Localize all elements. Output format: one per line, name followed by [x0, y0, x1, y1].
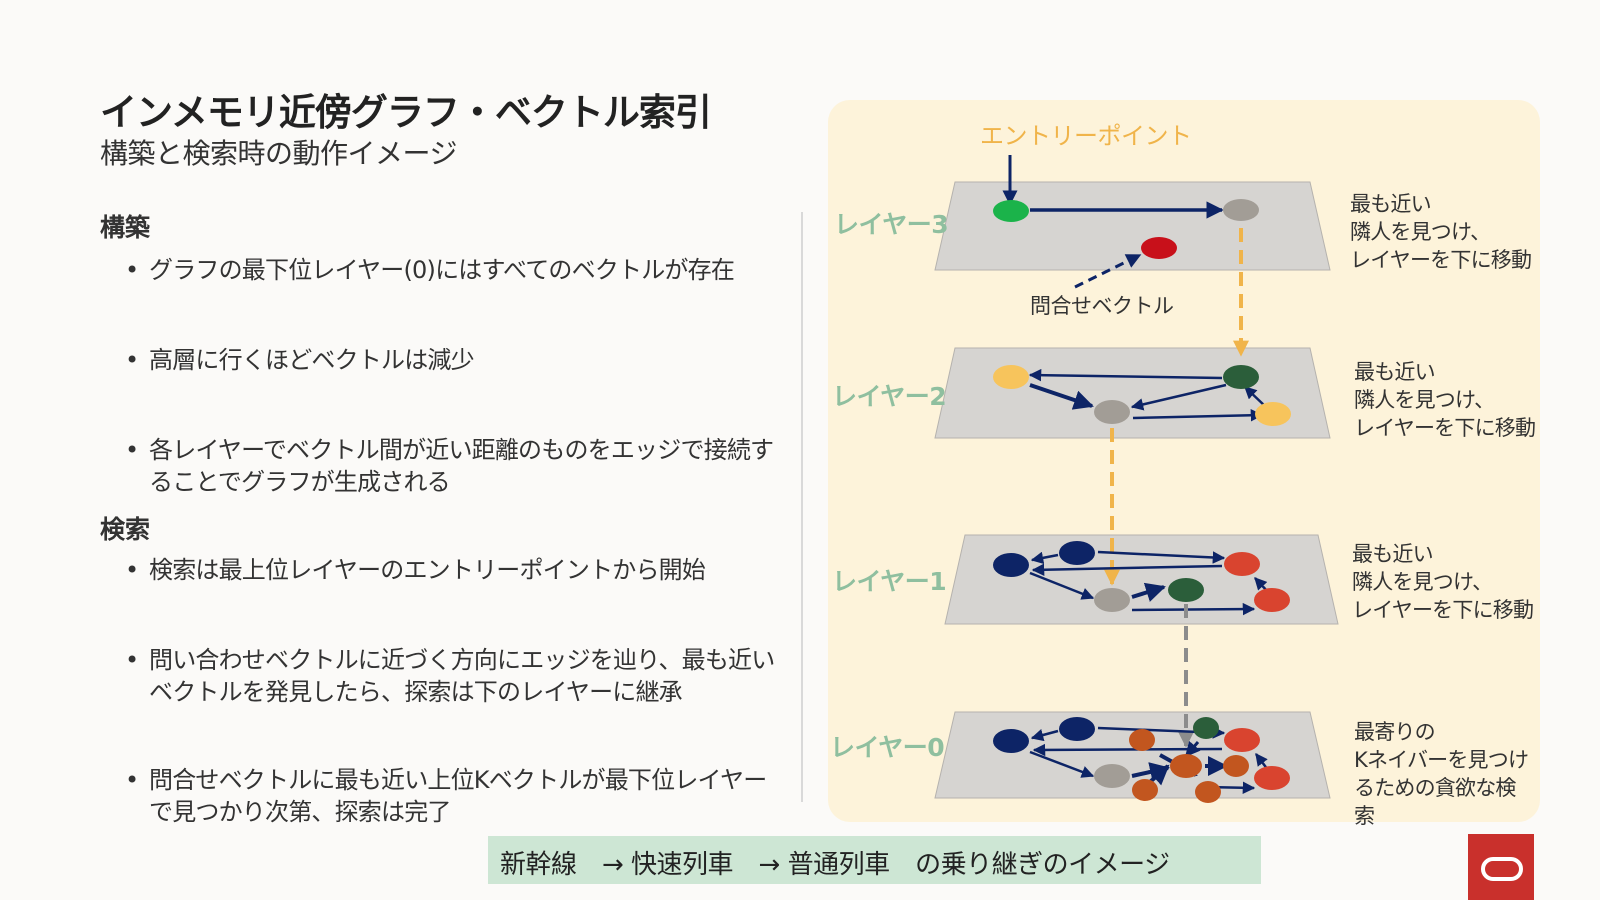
- oracle-ring-icon: [1481, 857, 1523, 881]
- layer-1-edge: [1131, 582, 1166, 602]
- layer-0-node: [1224, 728, 1260, 752]
- bullet-marker: •: [125, 766, 139, 794]
- layer-0-node: [1254, 766, 1290, 790]
- layer-2-node: [1255, 402, 1291, 426]
- layer-2-entry-node: [1223, 365, 1259, 389]
- layer-3-label: レイヤー3: [834, 210, 949, 239]
- bullet-marker: •: [125, 646, 139, 674]
- slide-title: インメモリ近傍グラフ・ベクトル索引: [100, 91, 712, 134]
- layer-0-node: [1132, 779, 1158, 801]
- build-bullet-1: • グラフの最下位レイヤー(0)にはすべてのベクトルが存在: [125, 256, 735, 284]
- layer-1-label: レイヤー1: [832, 567, 947, 596]
- slide-subtitle: 構築と検索時の動作イメージ: [100, 137, 457, 170]
- column-divider: [801, 212, 803, 802]
- layer-1-entry-node: [1094, 588, 1130, 612]
- layer-0-node: [1129, 729, 1155, 751]
- entry-node: [993, 200, 1029, 222]
- query-node: [1141, 237, 1177, 259]
- oracle-logo: [1468, 834, 1534, 900]
- bullet-marker: •: [125, 556, 139, 584]
- bullet-marker: •: [125, 436, 139, 464]
- layer-0-edge: [1029, 750, 1095, 778]
- build-bullet-2: • 高層に行くほどベクトルは減少: [125, 346, 475, 374]
- footer-text: 新幹線 → 快速列車 → 普通列車 の乗り継ぎのイメージ: [500, 850, 1170, 880]
- layer-0-note: 最寄りの Kネイバーを見つけ るための貪欲な検 索: [1354, 720, 1529, 828]
- layer-0-node: [1195, 781, 1221, 803]
- layer-3-nearest-node: [1223, 199, 1259, 221]
- layer-0-node: [1059, 717, 1095, 741]
- query-pointer: [1074, 253, 1142, 289]
- layer-2-node: [993, 365, 1029, 389]
- layer-0-node: [993, 729, 1029, 753]
- layer-1-nearest-node: [1168, 578, 1204, 602]
- layer-3-plane: [934, 181, 1331, 271]
- layer-2-edge: [1244, 386, 1267, 408]
- layer-1-edge: [1097, 550, 1226, 564]
- layer-1-node: [993, 553, 1029, 577]
- layer-1-node: [1059, 541, 1095, 565]
- layer-0-node: [1094, 764, 1130, 788]
- layer-0-edge: [1147, 764, 1170, 786]
- query-vector-label: 問合せベクトル: [1030, 294, 1174, 318]
- build-bullet-3: • 各レイヤーでベクトル間が近い距離のものをエッジで接続することでグラフが生成さ…: [125, 436, 774, 496]
- layer-1-edge: [1029, 571, 1095, 600]
- layer-2-nearest-node: [1094, 400, 1130, 424]
- search-bullet-1: • 検索は最上位レイヤーのエントリーポイントから開始: [125, 556, 706, 584]
- layer-2-label: レイヤー2: [832, 382, 947, 411]
- layer-1-node: [1224, 552, 1260, 576]
- search-bullet-3: • 問合せベクトルに最も近い上位Kベクトルが最下位レイヤーで見つかり次第、探索は…: [125, 766, 767, 826]
- layer-0-label: レイヤー0: [830, 733, 945, 762]
- layer-1-note: 最も近い 隣人を見つけ、 レイヤーを下に移動: [1352, 542, 1534, 622]
- footer-banner: 新幹線 → 快速列車 → 普通列車 の乗り継ぎのイメージ: [488, 836, 1261, 884]
- layer-0-edge: [1030, 729, 1059, 742]
- layer-1-node: [1254, 588, 1290, 612]
- layer-2-edge: [1029, 383, 1094, 410]
- search-bullet-2: • 問い合わせベクトルに近づく方向にエッジを辿り、最も近いベクトルを発見したら、…: [125, 646, 775, 706]
- layer-2-edge: [1028, 368, 1223, 382]
- layer-0-edge: [1184, 740, 1201, 758]
- search-heading: 検索: [100, 515, 151, 544]
- layer-0-node: [1193, 717, 1219, 739]
- build-heading: 構築: [100, 213, 151, 242]
- layer-0-node: [1170, 754, 1202, 778]
- layer-1-edge: [1031, 563, 1223, 577]
- layer-2-note: 最も近い 隣人を見つけ、 レイヤーを下に移動: [1354, 360, 1536, 440]
- layer-3-note: 最も近い 隣人を見つけ、 レイヤーを下に移動: [1350, 192, 1532, 272]
- layer-2-edge: [1132, 409, 1264, 422]
- bullet-marker: •: [125, 346, 139, 374]
- layer-1-edge: [1030, 551, 1059, 565]
- layer-1-edge: [1131, 602, 1256, 616]
- bullet-marker: •: [125, 256, 139, 284]
- entry-point-label: エントリーポイント: [980, 122, 1192, 150]
- layer-0-node: [1223, 755, 1249, 777]
- layer-2-edge: [1130, 383, 1227, 411]
